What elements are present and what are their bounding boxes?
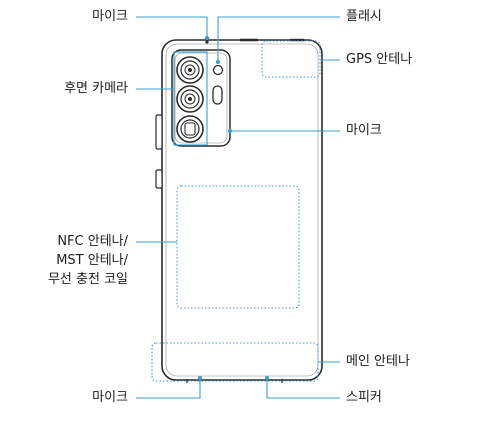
label-mic-top: 마이크 [92,9,128,24]
camera-module-inner [174,52,228,144]
label-nfc-line3: 무선 충전 코일 [47,272,128,287]
volume-button [155,114,163,150]
phone-inner-edge [165,43,319,377]
label-mic-bottom: 마이크 [92,390,128,405]
label-flash: 플래시 [346,9,382,24]
leader-dot-mic-side [227,128,233,134]
leader-flash [217,16,340,62]
label-speaker: 스피커 [346,390,382,405]
label-rear-camera: 후면 카메라 [64,81,128,96]
lens-telephoto [176,115,204,143]
label-main-antenna: 메인 안테나 [346,354,410,369]
label-nfc-line1: NFC 안테나/ [57,234,128,249]
laser-sensor [212,85,223,105]
lens-ultrawide [176,85,204,113]
leader-dot-mic-top [204,35,210,41]
leader-dot-mic-bottom [197,375,203,381]
label-mic-side: 마이크 [346,123,382,138]
label-gps-antenna: GPS 안테나 [346,52,413,67]
nfc-coil-area [176,185,300,309]
leader-speaker [266,378,340,399]
side-key [155,169,163,189]
leader-dot-flash [215,59,221,65]
top-mic-hole [205,40,209,44]
leader-mic-top [136,16,208,38]
label-nfc-line2: MST 안테나/ [56,253,128,268]
leader-dot-speaker [264,375,270,381]
gps-antenna-area [261,40,321,78]
rear-camera-highlight [173,51,208,146]
lens-wide [176,56,204,84]
leader-mic-bottom [136,378,201,399]
leader-lines [136,16,340,399]
flash-icon [212,64,224,76]
